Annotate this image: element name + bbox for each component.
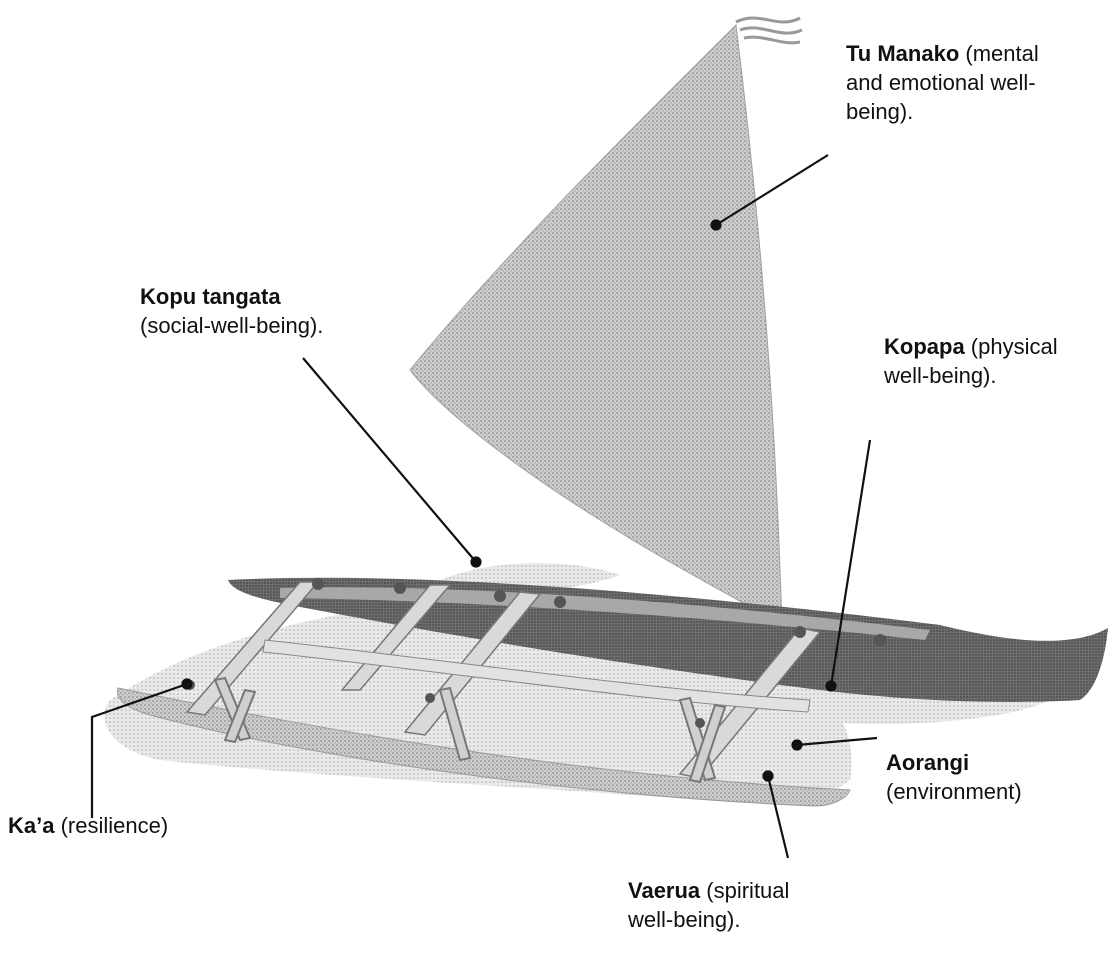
desc-kopu-tangata: (social-well-being). [140, 313, 323, 338]
term-kopapa: Kopapa [884, 334, 965, 359]
desc-tu-manako-3: being). [846, 99, 913, 124]
desc-aorangi: (environment) [886, 779, 1022, 804]
label-vaerua: Vaerua (spiritual well-being). [628, 876, 828, 934]
desc-tu-manako-1: (mental [959, 41, 1038, 66]
desc-kaa: (resilience) [54, 813, 168, 838]
desc-kopapa-1: (physical [965, 334, 1058, 359]
term-vaerua: Vaerua [628, 878, 700, 903]
label-aorangi: Aorangi (environment) [886, 748, 1106, 806]
label-kopapa: Kopapa (physical well-being). [884, 332, 1114, 390]
label-tu-manako: Tu Manako (mental and emotional well- be… [846, 39, 1114, 126]
label-kopu-tangata: Kopu tangata (social-well-being). [140, 282, 410, 340]
desc-tu-manako-2: and emotional well- [846, 70, 1036, 95]
sail [410, 25, 782, 625]
term-aorangi: Aorangi [886, 750, 969, 775]
term-tu-manako: Tu Manako [846, 41, 959, 66]
term-kopu-tangata: Kopu tangata [140, 284, 281, 309]
term-kaa: Ka’a [8, 813, 54, 838]
desc-kopapa-2: well-being). [884, 363, 997, 388]
desc-vaerua-1: (spiritual [700, 878, 789, 903]
label-kaa: Ka’a (resilience) [8, 811, 268, 840]
desc-vaerua-2: well-being). [628, 907, 741, 932]
pennant [736, 18, 802, 43]
